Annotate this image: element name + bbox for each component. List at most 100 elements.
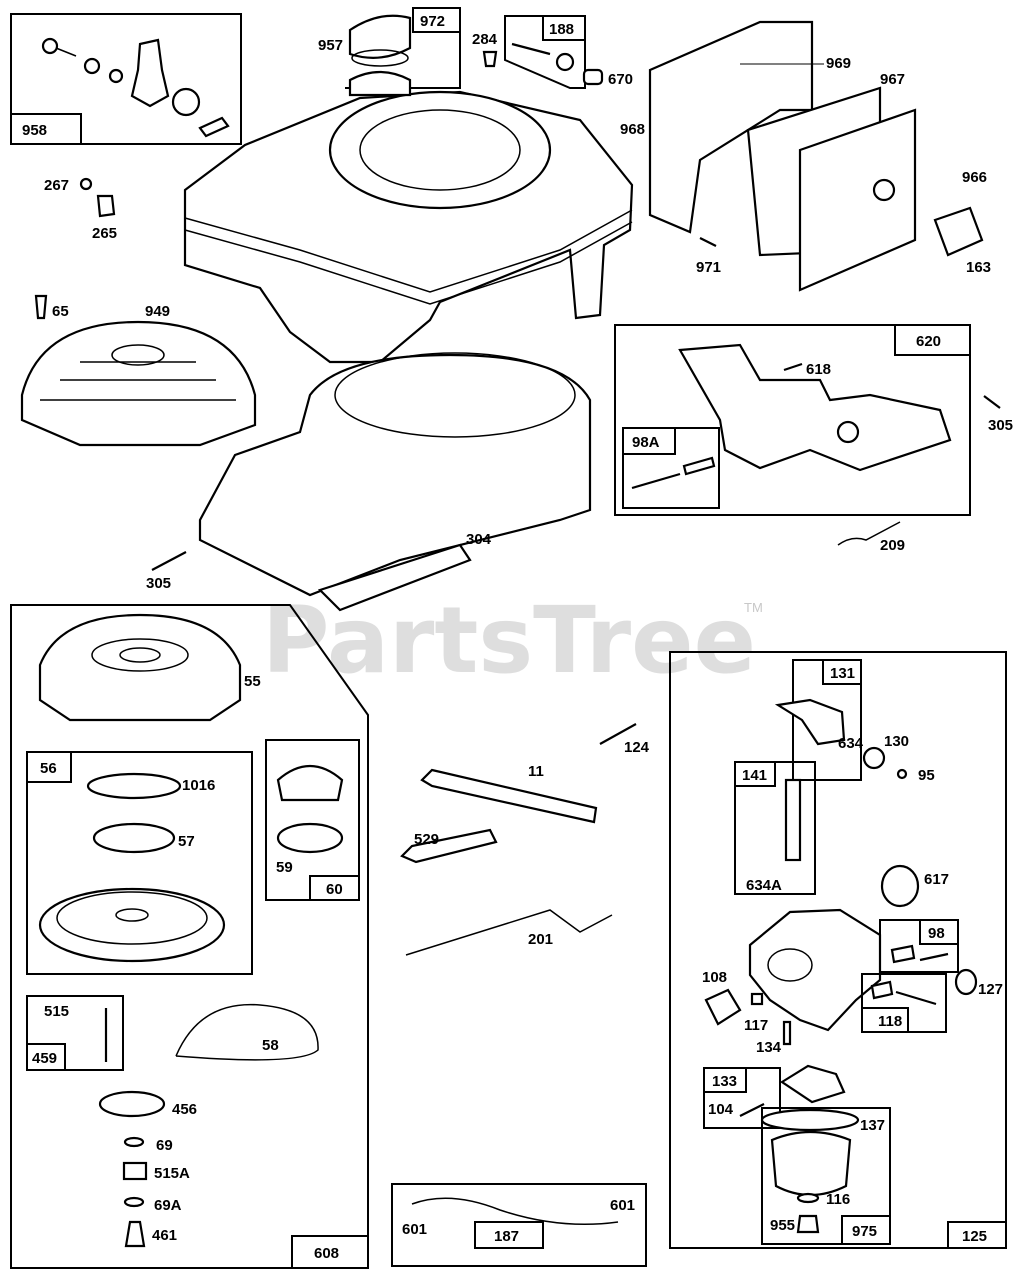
gasket-163-part xyxy=(933,206,984,257)
pin-461-part xyxy=(124,1220,146,1248)
label-305-bottom: 305 xyxy=(146,575,171,592)
label-127: 127 xyxy=(978,981,1003,998)
kit-125-label: 125 xyxy=(962,1228,987,1245)
label-969: 969 xyxy=(826,55,851,72)
rope-58-part xyxy=(175,1003,319,1061)
label-601-right: 601 xyxy=(610,1197,635,1214)
label-65: 65 xyxy=(52,303,69,320)
screw-95-part xyxy=(896,768,908,780)
o-ring-617-part xyxy=(880,864,920,908)
label-617: 617 xyxy=(924,871,949,888)
fuel-tank-part xyxy=(183,70,634,364)
label-209: 209 xyxy=(880,537,905,554)
label-957: 957 xyxy=(318,37,343,54)
washer-69-part xyxy=(123,1136,145,1148)
blower-housing-304-part xyxy=(198,352,592,612)
label-634A: 634A xyxy=(746,877,782,894)
kit-188[interactable]: 188 xyxy=(504,15,586,89)
part-117 xyxy=(750,992,764,1006)
clip-part xyxy=(198,116,230,138)
washer-69A-part xyxy=(123,1196,145,1208)
kit-975-label: 975 xyxy=(852,1223,877,1240)
clip-265-part xyxy=(96,194,116,218)
washer-116-part xyxy=(796,1192,820,1204)
kit-620[interactable]: 620 618 98A xyxy=(614,324,971,516)
label-515A: 515A xyxy=(154,1165,190,1182)
label-130: 130 xyxy=(884,733,909,750)
label-58: 58 xyxy=(262,1037,279,1054)
screw-971-part xyxy=(699,237,717,247)
pin-134-part xyxy=(782,1020,792,1046)
washer-part xyxy=(83,57,101,75)
label-163: 163 xyxy=(966,259,991,276)
kit-125[interactable]: 125 131 634 130 95 141 634A 617 98 127 xyxy=(669,651,1007,1249)
label-461: 461 xyxy=(152,1227,177,1244)
label-529: 529 xyxy=(414,831,439,848)
nut-955-part xyxy=(796,1214,820,1234)
kit-118-label: 118 xyxy=(878,1013,902,1030)
screw-305-right-part xyxy=(983,395,1001,409)
kit-459-label: 459 xyxy=(32,1050,57,1067)
spring-57-part xyxy=(92,822,176,854)
air-cleaner-cover-part xyxy=(798,108,917,292)
label-670: 670 xyxy=(608,71,633,88)
label-304: 304 xyxy=(466,531,492,548)
kit-608[interactable]: 608 55 56 1016 57 60 59 459 515 xyxy=(10,604,369,1269)
rewind-guard-949-part xyxy=(20,320,257,447)
label-284: 284 xyxy=(472,31,498,48)
label-515: 515 xyxy=(44,1003,69,1020)
cap-part xyxy=(276,765,344,802)
label-305-right: 305 xyxy=(988,417,1013,434)
label-618: 618 xyxy=(806,361,831,378)
kit-60-label: 60 xyxy=(326,881,343,898)
label-949: 949 xyxy=(145,303,170,320)
fuel-cap-part xyxy=(348,14,412,59)
air-cleaner-assembly xyxy=(648,20,984,292)
pulley-part xyxy=(38,887,226,963)
screw-part xyxy=(41,37,77,57)
link-529-part xyxy=(400,828,498,864)
gasket-137-part xyxy=(760,1108,860,1132)
air-cleaner-base-part xyxy=(648,20,814,234)
kit-958[interactable]: 958 xyxy=(10,13,242,145)
kit-98-label: 98 xyxy=(928,925,945,942)
label-124: 124 xyxy=(624,739,650,756)
hex-wrench-11-part xyxy=(420,768,598,824)
screw-267-part xyxy=(79,177,93,191)
label-967: 967 xyxy=(880,71,905,88)
label-108: 108 xyxy=(702,969,727,986)
label-456: 456 xyxy=(172,1101,197,1118)
label-201: 201 xyxy=(528,931,553,948)
kit-56-label: 56 xyxy=(40,760,57,777)
label-971: 971 xyxy=(696,259,721,276)
label-137: 137 xyxy=(860,1117,885,1134)
label-955: 955 xyxy=(770,1217,795,1234)
spring-618-part xyxy=(783,362,803,372)
kit-98A-label: 98A xyxy=(632,434,660,451)
o-ring-127-part xyxy=(954,968,978,996)
label-265: 265 xyxy=(92,225,117,242)
gear-plate-part xyxy=(171,87,201,117)
spring-515A-part xyxy=(122,1161,148,1181)
carburetor-body-part xyxy=(748,908,882,1032)
choke-lever-part xyxy=(774,698,846,746)
fuel-line-part xyxy=(411,1197,619,1226)
screw-124-part xyxy=(599,723,637,745)
throttle-plate-108-part xyxy=(704,988,742,1026)
bushing-670-part xyxy=(582,68,604,86)
float-bowl-part xyxy=(770,1130,852,1196)
kit-972[interactable]: 972 957 xyxy=(318,7,461,89)
kit-188-label: 188 xyxy=(549,21,574,38)
kit-187[interactable]: 187 601 601 xyxy=(391,1183,647,1267)
screw-65-part xyxy=(34,294,48,320)
label-134: 134 xyxy=(756,1039,782,1056)
kit-972-label: 972 xyxy=(420,13,445,30)
float-part xyxy=(779,1064,846,1104)
kit-133-label: 133 xyxy=(712,1073,737,1090)
label-601-left: 601 xyxy=(402,1221,427,1238)
washer-1016-part xyxy=(86,772,182,800)
throttle-lever-part xyxy=(130,38,170,108)
governor-bracket-part xyxy=(678,343,952,472)
label-95: 95 xyxy=(918,767,935,784)
